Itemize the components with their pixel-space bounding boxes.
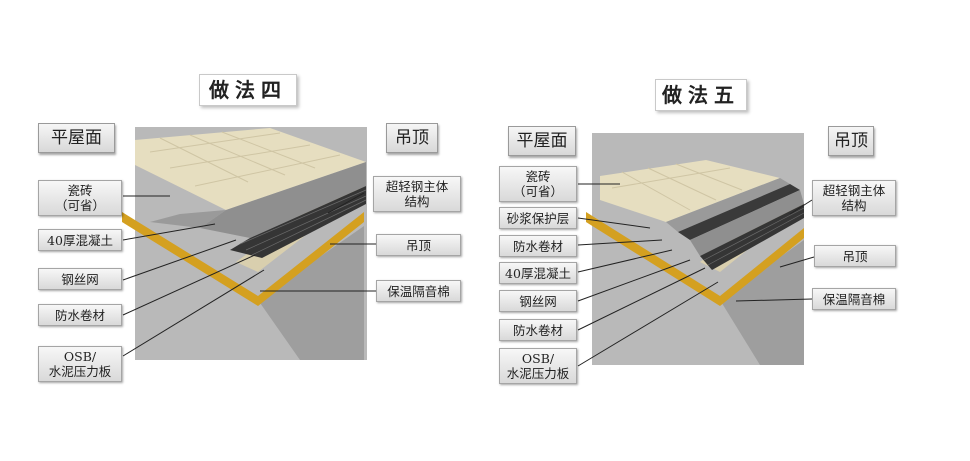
method-5-title: 做法五 — [655, 79, 747, 111]
tile-layer — [135, 128, 366, 210]
header-ceiling: 吊顶 — [828, 126, 874, 156]
label-steel-structure: 超轻钢主体 结构 — [373, 176, 461, 212]
label-tile-note: （可省） — [512, 184, 563, 199]
leader-lines-left — [122, 192, 376, 357]
label-concrete: 40厚混凝土 — [38, 229, 122, 251]
label-steel-note: 结构 — [841, 198, 867, 213]
header-flat-roof: 平屋面 — [38, 123, 115, 153]
wire-mesh — [703, 207, 805, 266]
label-osb-board: OSB/ 水泥压力板 — [499, 348, 577, 384]
label-waterproof-membrane-2: 防水卷材 — [499, 319, 577, 341]
label-insulation: 保温隔音棉 — [376, 280, 461, 302]
osb-layer — [586, 212, 804, 306]
label-osb-text: OSB/ — [63, 349, 97, 364]
method-4-title: 做法四 — [199, 74, 297, 106]
label-tile-text: 瓷砖 — [525, 169, 551, 184]
header-flat-roof: 平屋面 — [508, 126, 576, 156]
membrane-layer-top — [678, 184, 800, 240]
tile-grid — [611, 163, 743, 211]
label-tile-note: （可省） — [54, 198, 105, 213]
label-ceiling: 吊顶 — [376, 234, 461, 256]
header-ceiling: 吊顶 — [386, 123, 438, 153]
mortar-layer — [666, 178, 790, 232]
label-steel-note: 结构 — [404, 194, 430, 209]
label-osb-board: OSB/ 水泥压力板 — [38, 346, 122, 382]
label-steel-text: 超轻钢主体 — [822, 183, 886, 198]
wire-mesh — [239, 189, 367, 256]
concrete-layer — [690, 190, 804, 256]
label-tile-text: 瓷砖 — [67, 183, 93, 198]
label-waterproof-membrane: 防水卷材 — [499, 235, 577, 257]
ceiling-layer — [720, 240, 804, 365]
label-wire-mesh: 钢丝网 — [499, 290, 577, 312]
concrete-layer — [200, 162, 366, 238]
tile-layer — [600, 160, 780, 222]
label-waterproof-membrane: 防水卷材 — [38, 304, 122, 326]
label-osb-note: 水泥压力板 — [506, 366, 570, 381]
label-steel-text: 超轻钢主体 — [385, 179, 449, 194]
label-tile: 瓷砖 （可省） — [38, 180, 122, 216]
label-osb-note: 水泥压力板 — [48, 364, 112, 379]
leader-lines-right — [577, 183, 815, 367]
ceiling-layer — [258, 226, 364, 360]
label-wire-mesh: 钢丝网 — [38, 268, 122, 290]
label-osb-text: OSB/ — [521, 351, 555, 366]
label-mortar: 砂浆保护层 — [499, 207, 577, 229]
label-concrete: 40厚混凝土 — [499, 262, 577, 284]
membrane-layer — [230, 186, 366, 258]
label-ceiling: 吊顶 — [814, 245, 896, 267]
osb-layer — [122, 212, 364, 306]
label-insulation: 保温隔音棉 — [812, 288, 896, 310]
label-tile: 瓷砖 （可省） — [499, 166, 577, 202]
tile-grid — [149, 131, 341, 187]
membrane-layer — [700, 204, 804, 270]
label-steel-structure: 超轻钢主体 结构 — [812, 180, 896, 216]
